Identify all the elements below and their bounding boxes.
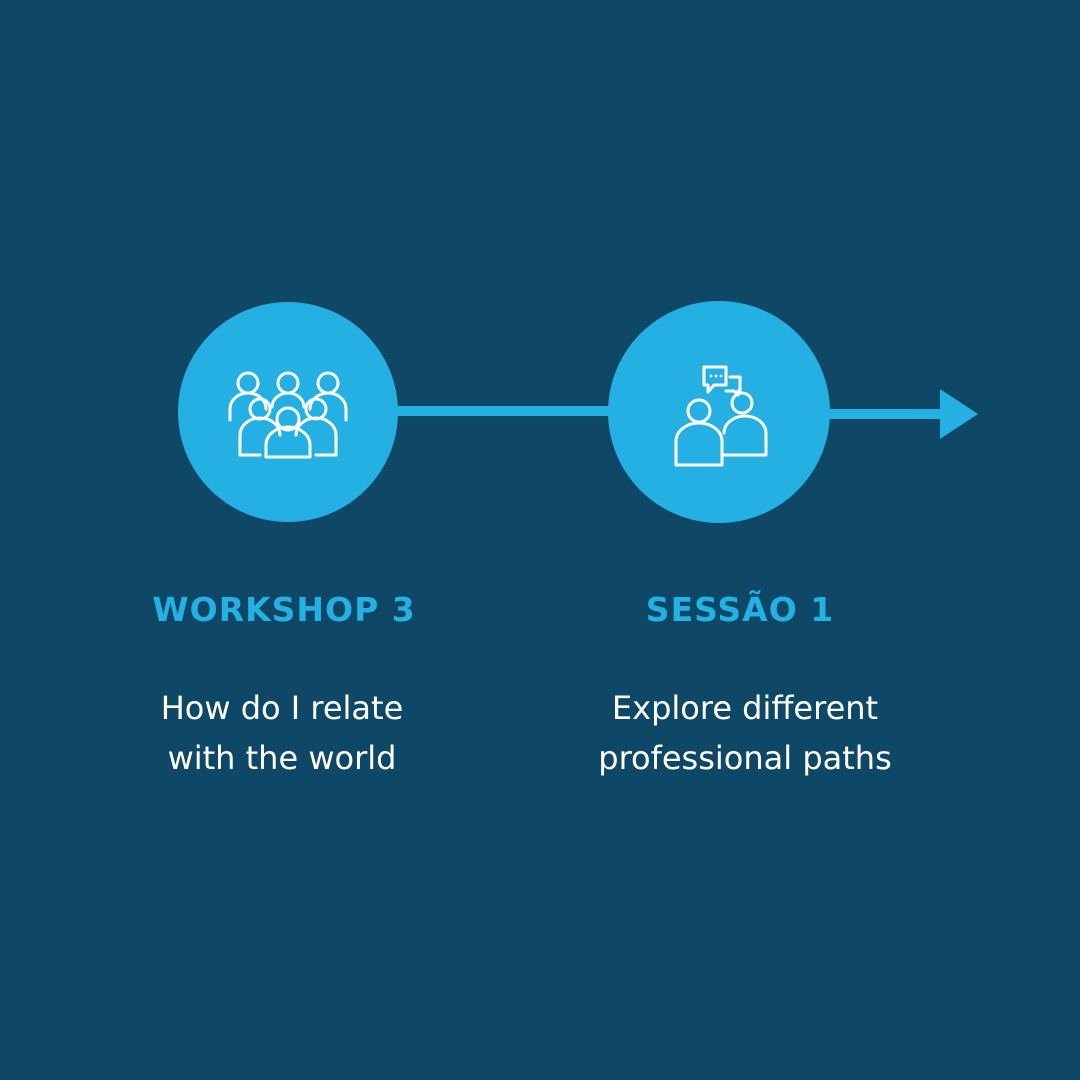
connector-line — [390, 406, 615, 416]
step-1-description-line: How do I relate — [160, 689, 404, 727]
step-2-circle — [608, 301, 830, 523]
conversation-people-icon — [674, 365, 768, 467]
arrow-right-icon — [940, 389, 978, 439]
group-people-icon — [228, 371, 348, 459]
step-1-description-line: with the world — [167, 739, 397, 777]
step-2-description-line: professional paths — [598, 739, 892, 777]
connector-line-tail — [825, 409, 950, 419]
step-1-circle — [178, 302, 398, 522]
step-2-description-line: Explore different — [611, 689, 879, 727]
step-2-description: Explore different professional paths — [535, 683, 955, 783]
step-1-description: How do I relate with the world — [72, 683, 492, 783]
step-2-title: SESSÃO 1 — [645, 590, 835, 629]
step-1-title: WORKSHOP 3 — [152, 590, 416, 629]
